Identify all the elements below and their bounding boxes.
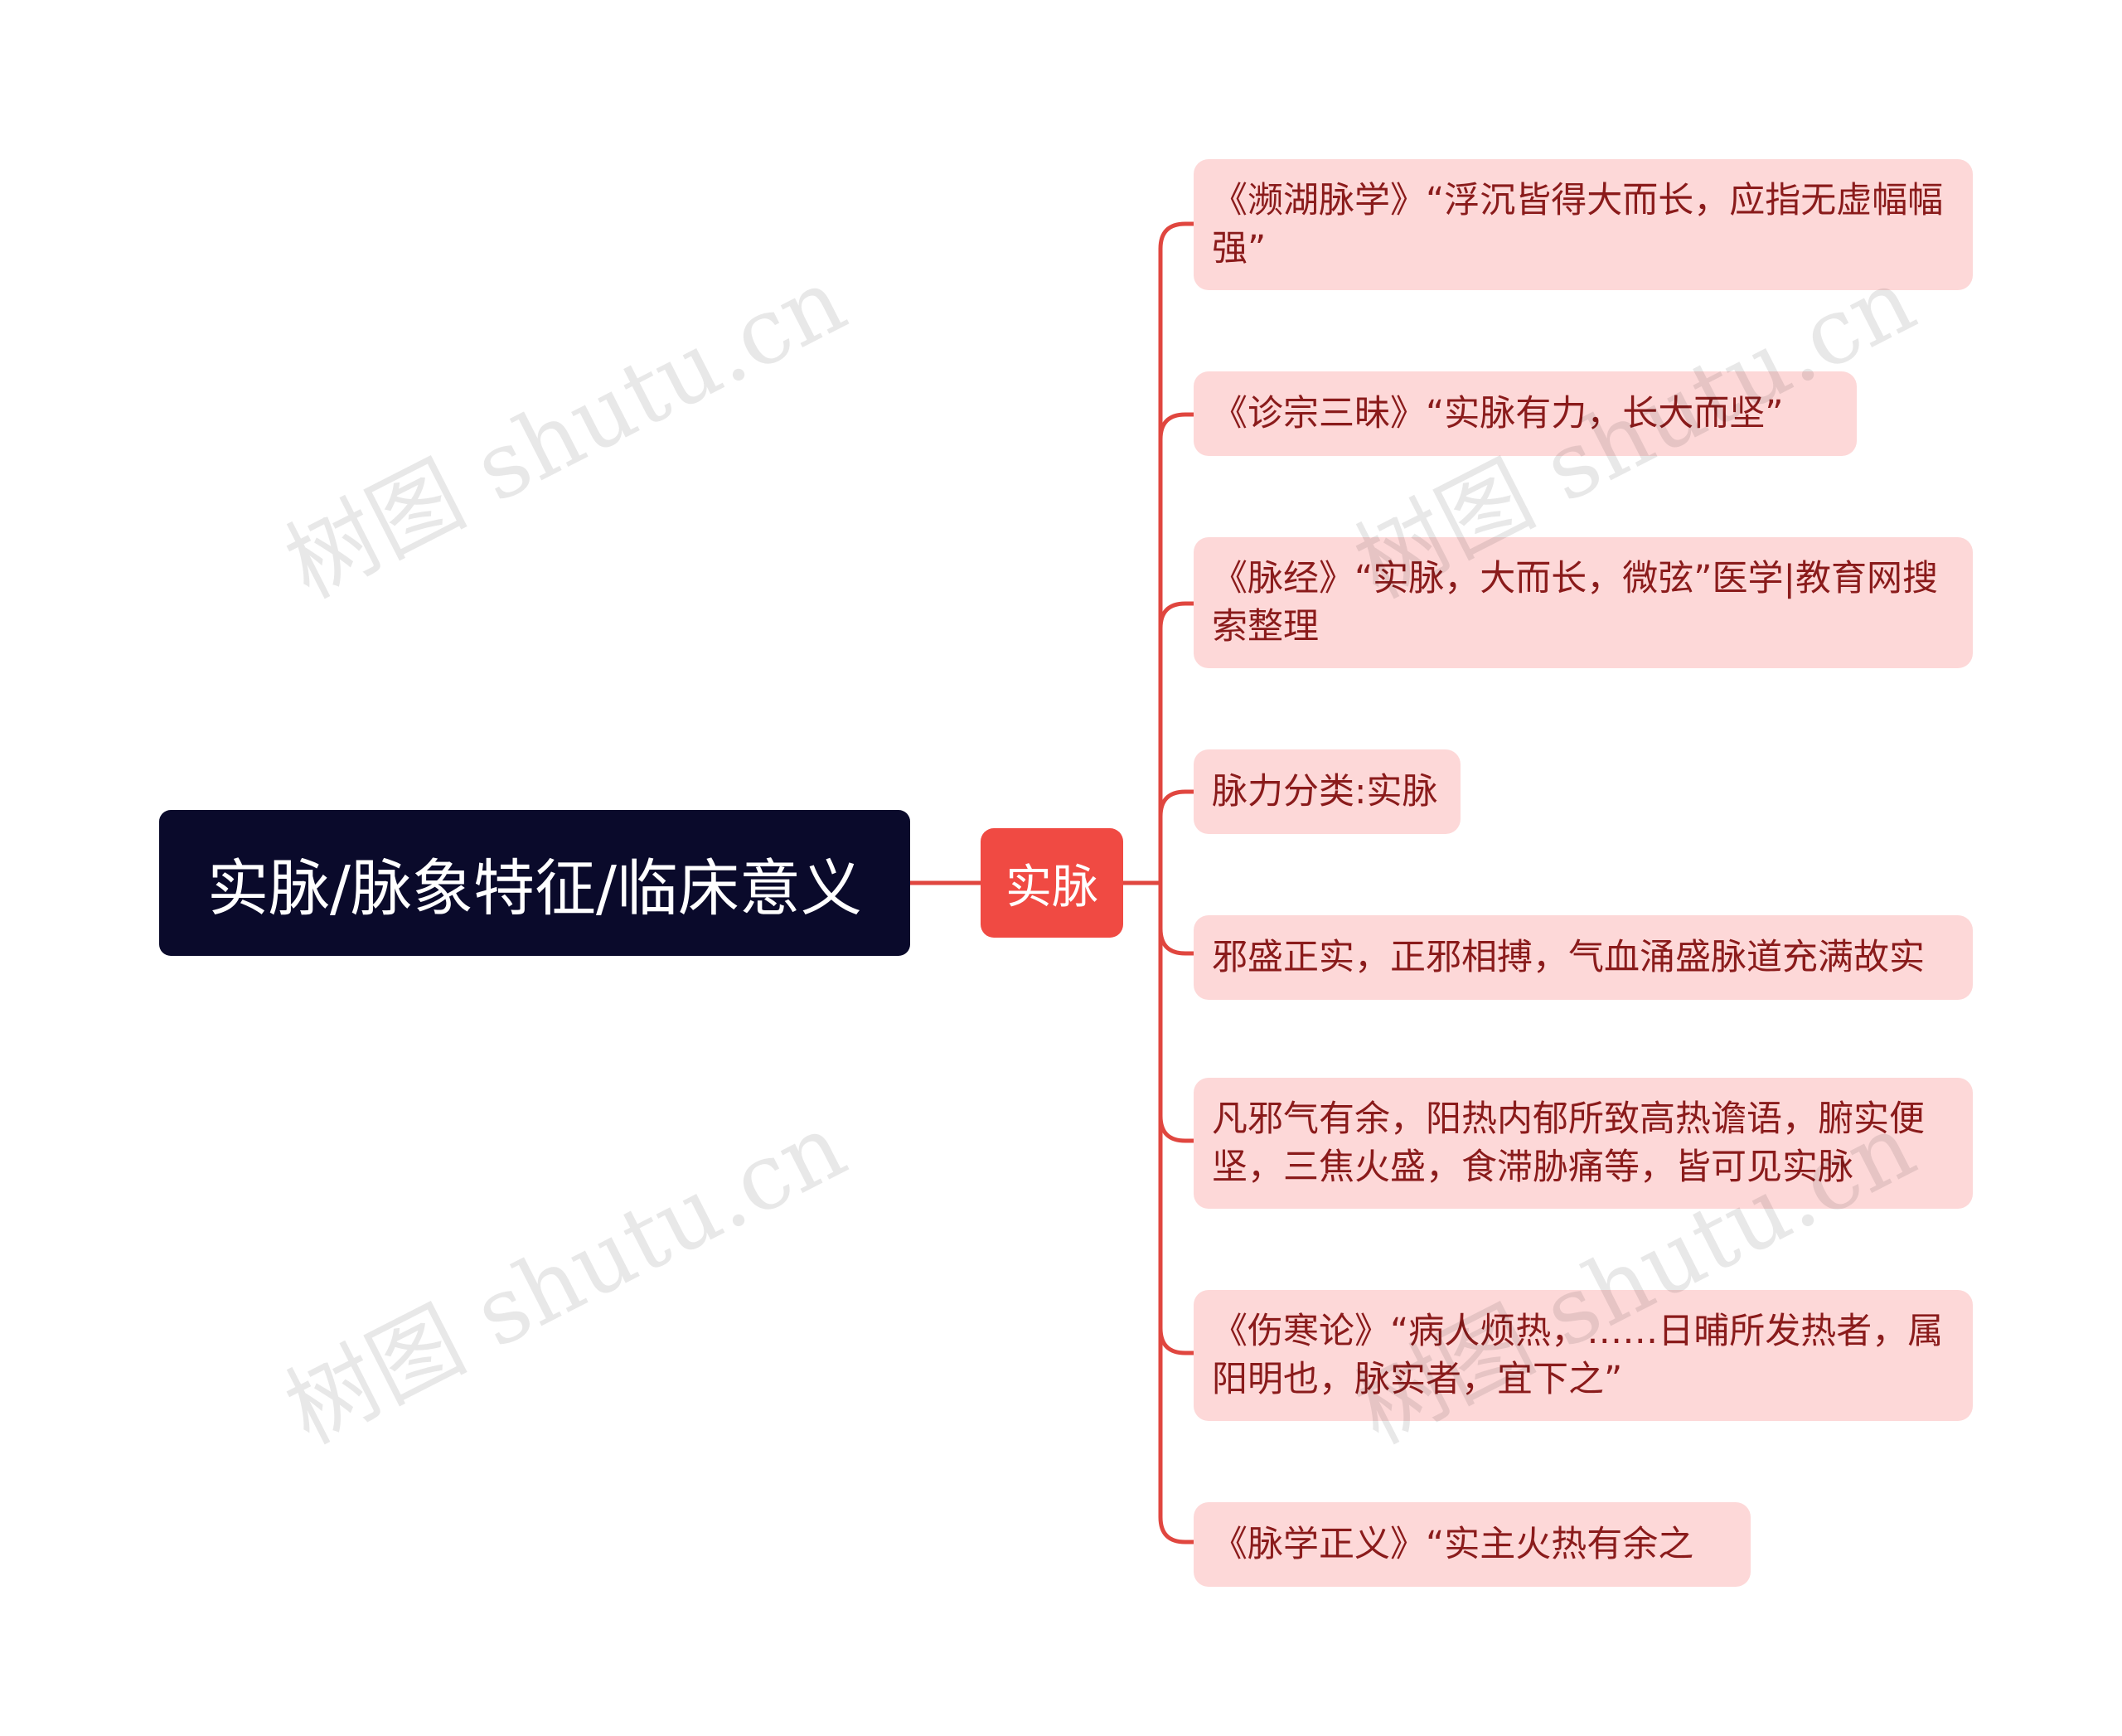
leaf-topic-text: 《伤寒论》“病人烦热，……日晡所发热者，属阳明也，脉实者，宜下之”: [1212, 1311, 1944, 1400]
branch-line-5: [1158, 926, 1196, 956]
main-branch-topic[interactable]: 实脉: [981, 828, 1123, 938]
leaf-topic[interactable]: 《濒湖脉学》“浮沉皆得大而长，应指无虚幅幅强”: [1194, 159, 1973, 290]
branch-line-7: [1158, 1326, 1196, 1355]
leaf-topic-text: 凡邪气有余，阳热内郁所致高热谵语，腑实便坚，三焦火盛，食滞胁痛等，皆可见实脉: [1212, 1098, 1925, 1188]
leaf-topic-text: 《濒湖脉学》“浮沉皆得大而长，应指无虚幅幅强”: [1212, 180, 1944, 269]
leaf-topic[interactable]: 《诊宗三昧》“实脉有力，长大而坚”: [1194, 371, 1857, 456]
leaf-topic-text: 《诊宗三昧》“实脉有力，长大而坚”: [1212, 393, 1784, 434]
root-topic-label: 实脉/脉象特征/临床意义: [207, 852, 862, 924]
branch-line-1: [1158, 221, 1196, 1544]
leaf-topic-text: 《脉学正义》“实主火热有余之: [1212, 1524, 1694, 1565]
leaf-topic-text: 《脉经》“实脉，大而长，微弦”医学|教育网搜索整理: [1212, 558, 1939, 647]
branch-line-6: [1158, 1113, 1196, 1143]
leaf-topic[interactable]: 凡邪气有余，阳热内郁所致高热谵语，腑实便坚，三焦火盛，食滞胁痛等，皆可见实脉: [1194, 1078, 1973, 1209]
root-topic[interactable]: 实脉/脉象特征/临床意义: [159, 810, 910, 956]
main-branch-label: 实脉: [1005, 860, 1098, 914]
leaf-topic[interactable]: 脉力分类:实脉: [1194, 749, 1461, 834]
leaf-topic[interactable]: 《脉经》“实脉，大而长，微弦”医学|教育网搜索整理: [1194, 537, 1973, 668]
leaf-topic-text: 脉力分类:实脉: [1212, 771, 1438, 812]
leaf-topic[interactable]: 《脉学正义》“实主火热有余之: [1194, 1502, 1751, 1587]
leaf-topic[interactable]: 邪盛正实，正邪相搏，气血涌盛脉道充满故实: [1194, 915, 1973, 1000]
branch-line-2: [1158, 412, 1196, 442]
leaf-topic-text: 邪盛正实，正邪相搏，气血涌盛脉道充满故实: [1212, 937, 1925, 978]
branch-line-4: [1158, 789, 1196, 819]
branch-line-3: [1158, 601, 1196, 631]
leaf-topic[interactable]: 《伤寒论》“病人烦热，……日晡所发热者，属阳明也，脉实者，宜下之”: [1194, 1290, 1973, 1421]
